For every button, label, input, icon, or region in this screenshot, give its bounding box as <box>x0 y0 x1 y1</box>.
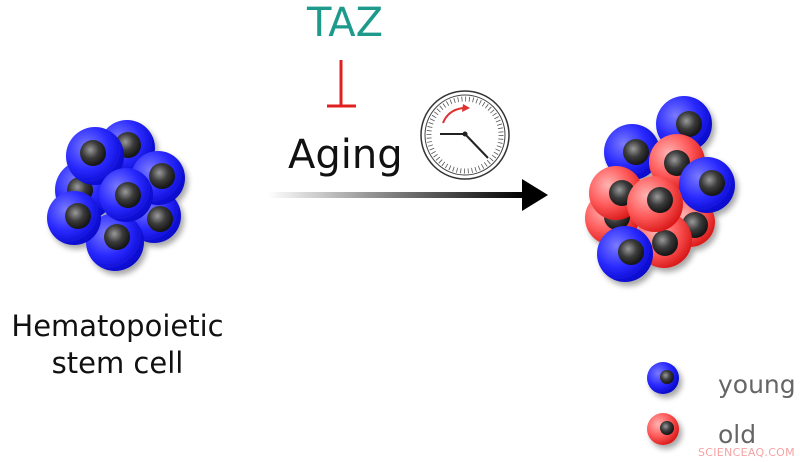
legend-young-label: young <box>718 370 796 399</box>
inhibition-symbol <box>327 60 356 108</box>
taz-label: TAZ <box>306 0 384 46</box>
hsc-label: Hematopoietic stem cell <box>0 308 235 382</box>
aged-cell-cluster <box>585 96 735 282</box>
hsc-label-line2: stem cell <box>51 346 184 380</box>
legend-old-label: old <box>718 420 757 449</box>
aging-label: Aging <box>288 132 403 178</box>
clock-icon <box>420 90 510 180</box>
watermark: SCIENCEAQ.COM <box>698 446 795 459</box>
old-cell-icon <box>647 413 679 445</box>
young-cell-icon <box>647 362 679 394</box>
young-cell-cluster <box>47 120 185 271</box>
aging-arrow <box>268 179 548 211</box>
hsc-label-line1: Hematopoietic <box>11 309 224 343</box>
